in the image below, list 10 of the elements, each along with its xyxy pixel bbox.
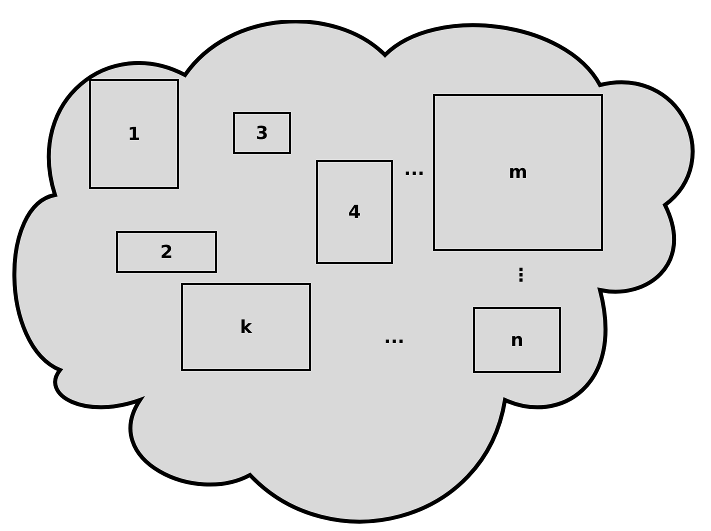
ellipsis-mark: ... <box>384 328 405 348</box>
numbered-box: 2 <box>116 231 217 273</box>
numbered-box: m <box>433 94 603 251</box>
ellipsis-mark: ... <box>404 160 425 180</box>
numbered-box: 3 <box>233 112 291 154</box>
ellipsis-mark: ⋮ <box>512 266 530 286</box>
numbered-box: n <box>473 307 561 373</box>
numbered-box: 1 <box>89 79 179 189</box>
numbered-box: k <box>181 283 311 371</box>
numbered-box: 4 <box>316 160 393 264</box>
